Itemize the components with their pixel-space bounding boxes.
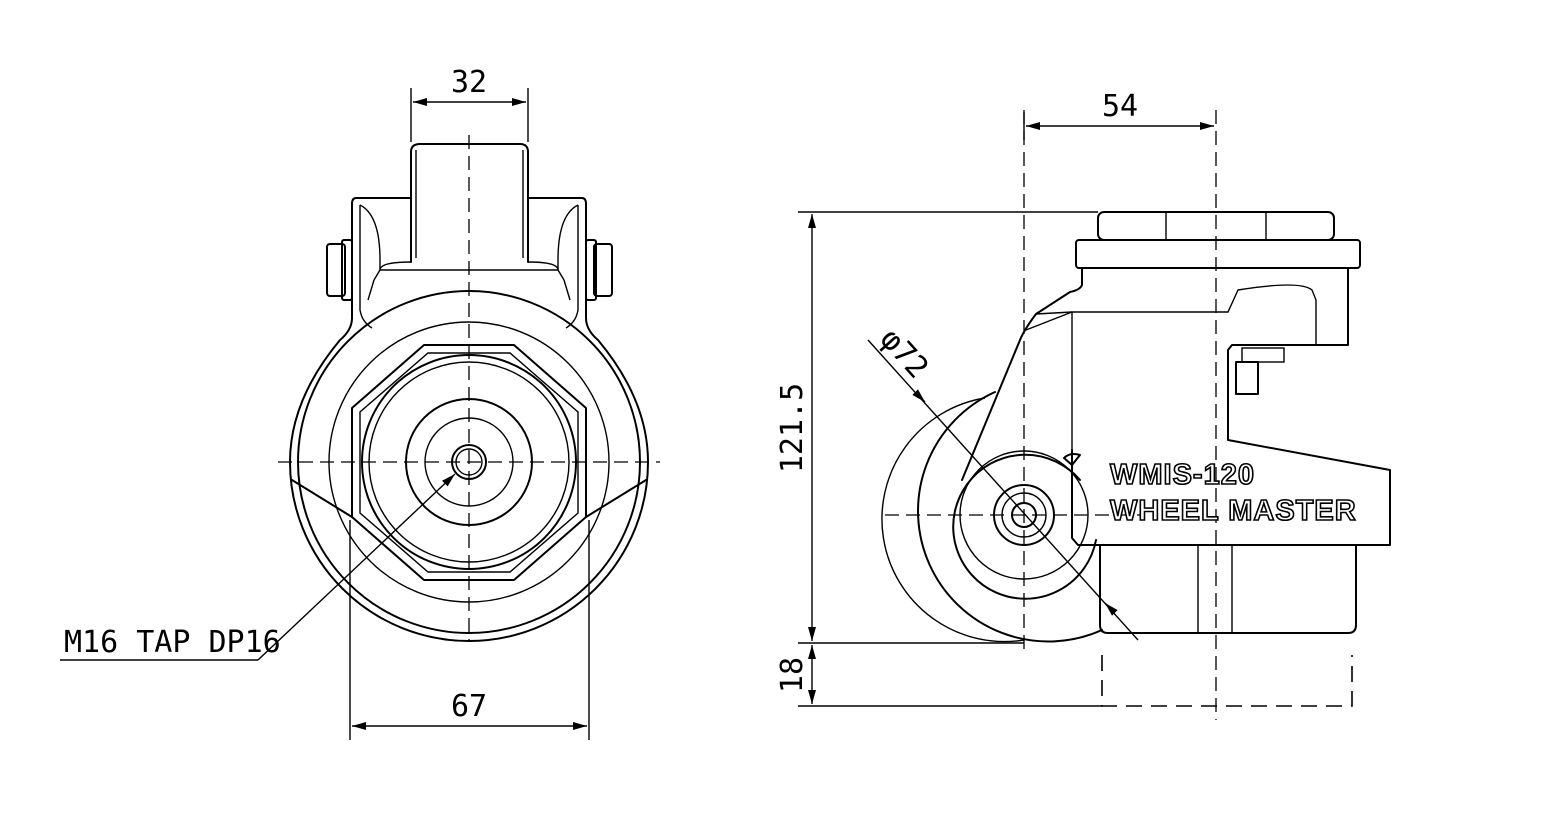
right-axle-nut	[593, 243, 613, 297]
tap-hole	[451, 444, 487, 480]
side-view: WMIS-120 WHEEL MASTER 54 121.5 18 φ72	[775, 89, 1391, 720]
brand-label: WHEEL MASTER	[1110, 495, 1357, 527]
wheel-hub-arc	[952, 453, 1097, 600]
stem-block	[410, 143, 529, 263]
axle-circle	[993, 484, 1055, 546]
hex-pad	[351, 344, 587, 581]
leveling-pad	[1099, 544, 1357, 634]
front-view: 32 67 M16 TAP DP16	[60, 65, 660, 740]
stopper-block	[1235, 361, 1259, 395]
model-label: WMIS-120	[1110, 459, 1255, 491]
extended-pad-hidden	[1101, 655, 1353, 707]
dim-wheel-diameter: φ72	[873, 322, 935, 386]
tap-callout-leader	[257, 473, 456, 661]
dim-adjust: 18	[775, 657, 810, 693]
dim-bottom-width: 67	[451, 689, 487, 724]
bracket-frame	[289, 197, 649, 642]
tap-callout-text: M16 TAP DP16	[64, 625, 281, 660]
housing-front-edge	[961, 267, 1083, 481]
dim-top-offset: 54	[1102, 89, 1138, 124]
dim-height: 121.5	[775, 383, 810, 473]
wheel-outer-circle	[297, 290, 641, 634]
mount-flange	[1075, 239, 1361, 269]
wheel-outer-arc	[917, 391, 1103, 643]
dim-top-width: 32	[451, 65, 487, 100]
housing-body	[1071, 267, 1391, 546]
left-axle-nut	[326, 243, 346, 297]
